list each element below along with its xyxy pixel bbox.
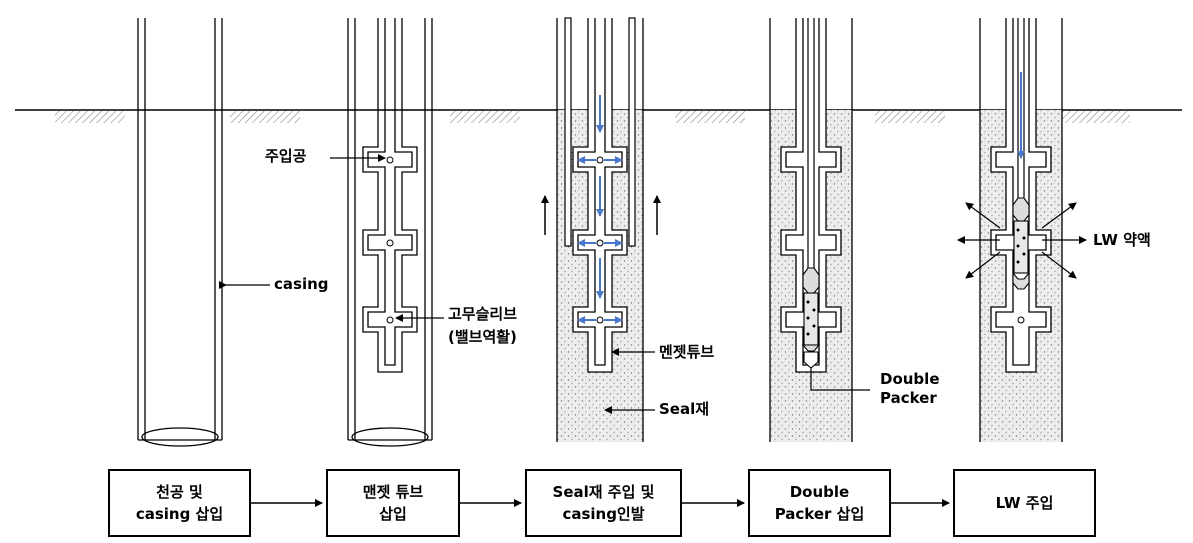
label-rubber-sleeve-1: 고무슬리브 <box>448 305 518 323</box>
label-double-packer-2: Packer <box>880 389 937 407</box>
label-manchette-tube: 멘젯튜브 <box>659 343 715 361</box>
borehole-stage-1 <box>137 18 270 447</box>
step-label-2: 맨젯 튜브 삽입 <box>362 483 424 523</box>
borehole-stage-5 <box>957 18 1087 442</box>
step-label-1: 천공 및 casing 삽입 <box>135 483 224 523</box>
label-double-packer-1: Double <box>880 370 940 388</box>
label-lw-solution: LW 약액 <box>1093 231 1151 249</box>
borehole-stage-3 <box>541 17 661 442</box>
step-label-5: LW 주입 <box>995 494 1054 512</box>
label-injection-hole: 주입공 <box>265 147 307 165</box>
step-box-4: Double Packer 삽입 <box>748 469 891 537</box>
step-label-4: Double Packer 삽입 <box>774 483 865 523</box>
label-rubber-sleeve-2: (밸브역활) <box>448 328 517 346</box>
label-seal: Seal재 <box>659 400 710 418</box>
step-label-3: Seal재 주입 및 casing인발 <box>552 483 655 523</box>
label-casing: casing <box>274 275 329 293</box>
step-box-2: 맨젯 튜브 삽입 <box>326 469 460 537</box>
step-box-3: Seal재 주입 및 casing인발 <box>525 469 682 537</box>
borehole-stage-2 <box>330 18 444 447</box>
borehole-stage-4 <box>769 18 870 442</box>
step-box-5: LW 주입 <box>953 469 1096 537</box>
step-box-1: 천공 및 casing 삽입 <box>108 469 251 537</box>
